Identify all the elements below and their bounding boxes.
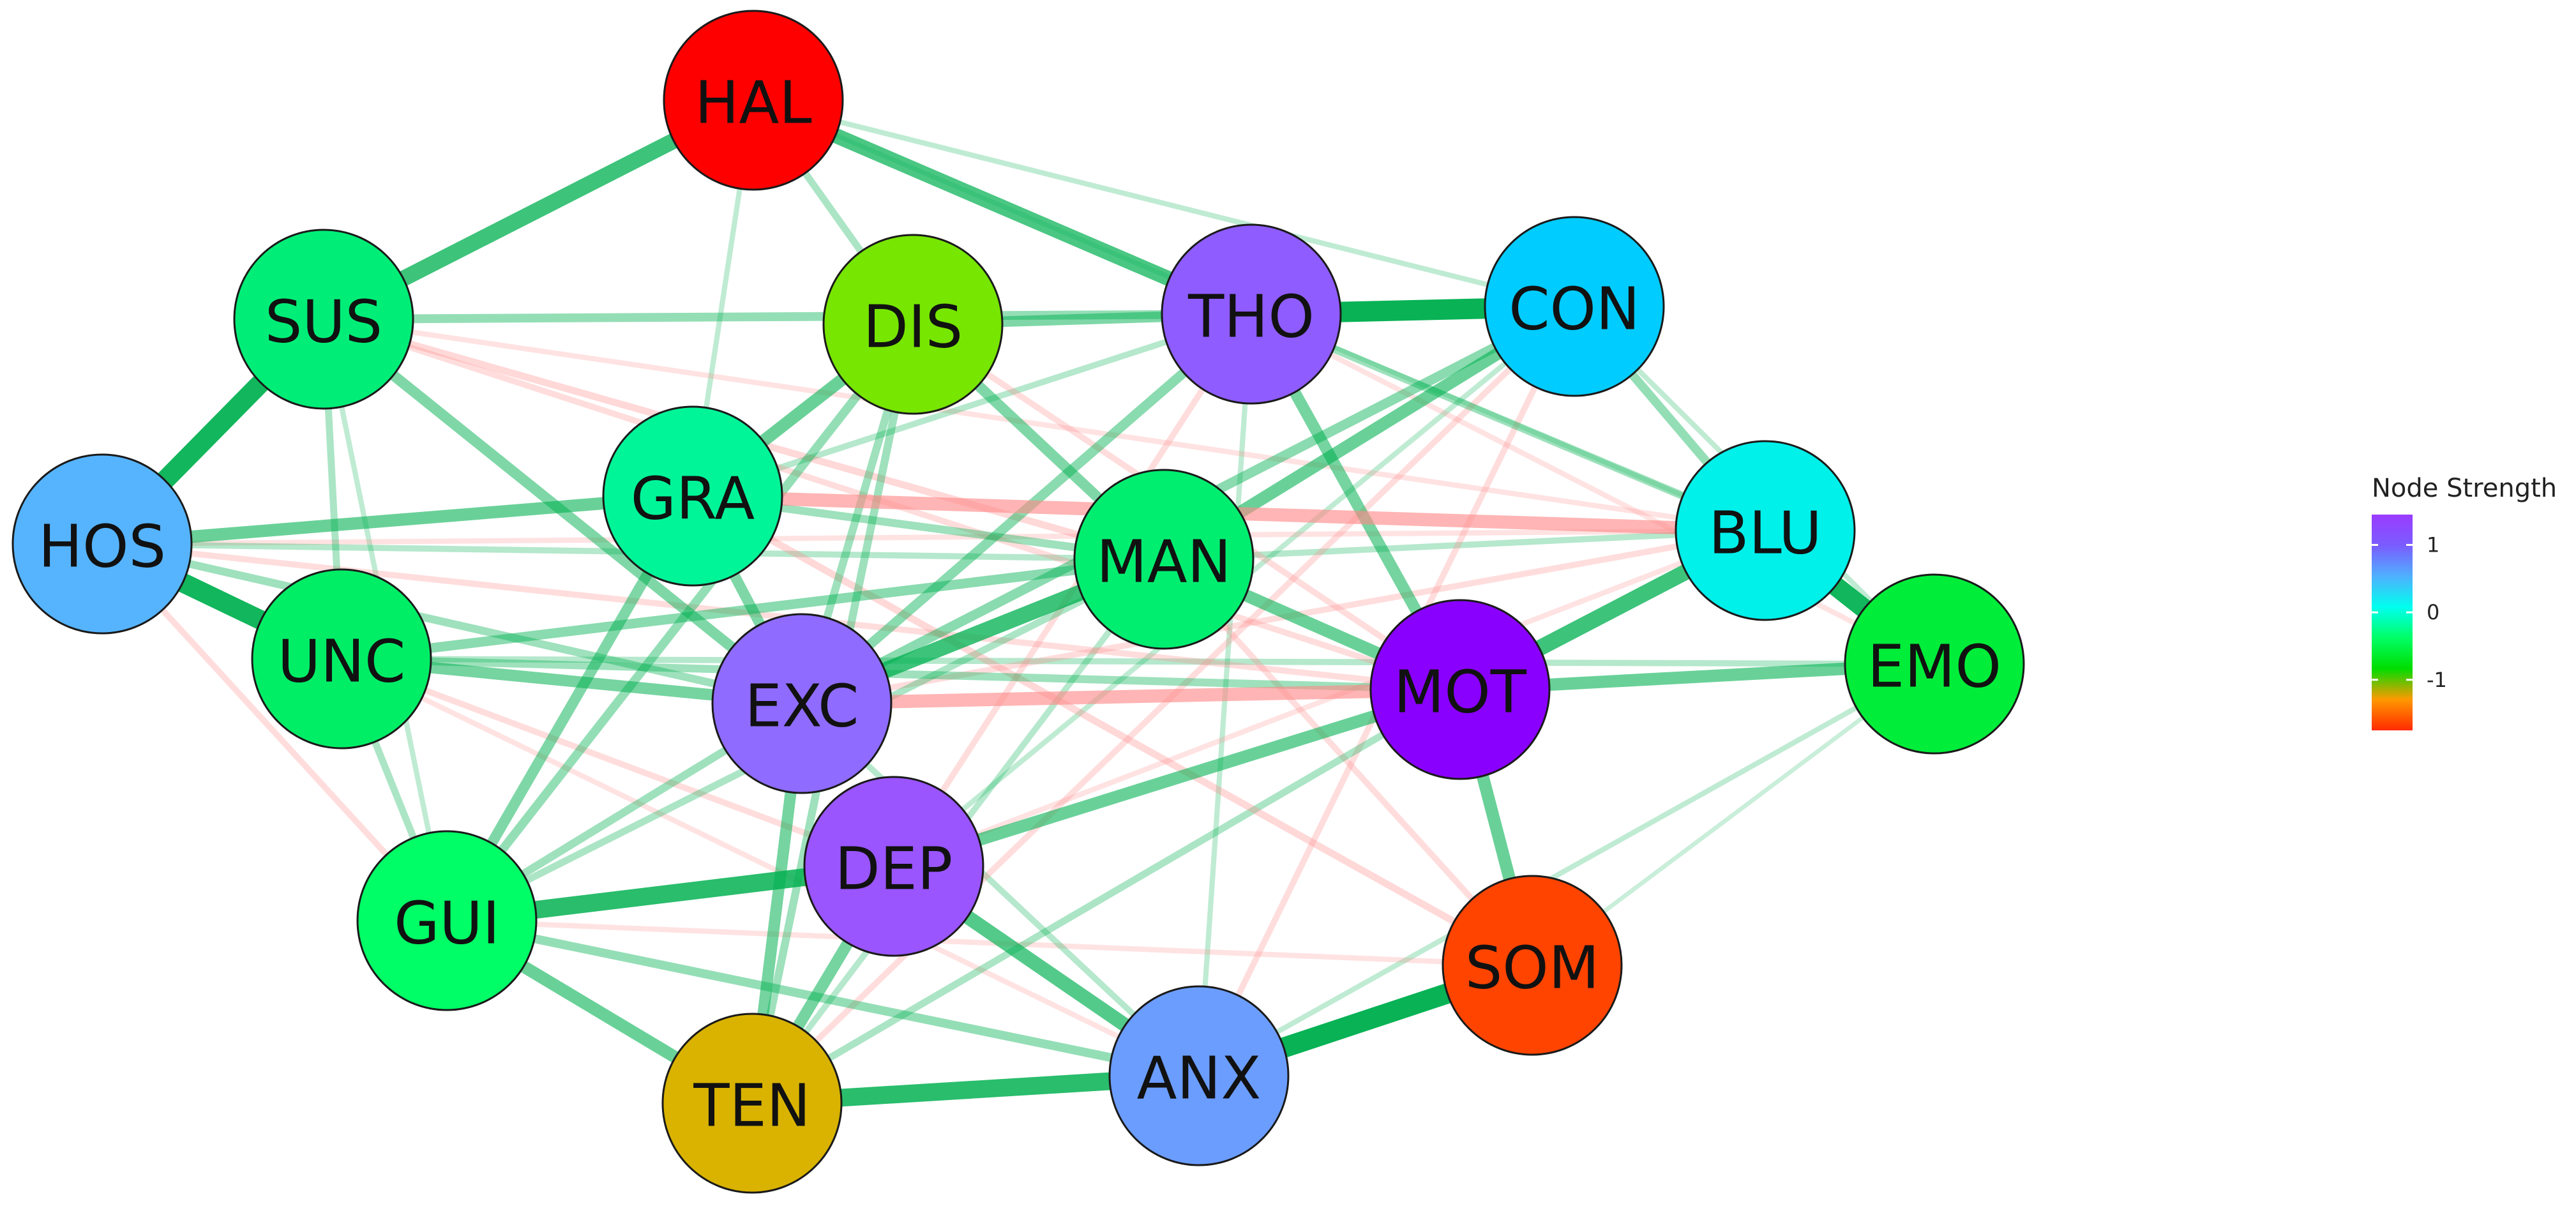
node-circle-blu — [1675, 440, 1856, 621]
edge-unc-mot — [341, 654, 1461, 694]
node-gui: GUI — [356, 830, 538, 1011]
node-man: MAN — [1073, 469, 1254, 650]
edge-anx-exc — [799, 701, 1201, 1078]
node-som: SOM — [1442, 875, 1623, 1056]
node-gra: GRA — [602, 405, 783, 587]
edge-ten-con — [749, 304, 1577, 1106]
legend-tick-label: 1 — [2427, 533, 2439, 557]
node-label-dep: DEP — [835, 835, 953, 903]
node-circle-dis — [822, 234, 1004, 415]
node-label-ten: TEN — [693, 1072, 810, 1140]
edge-tho-emo — [1250, 312, 1936, 667]
edge-hos-exc — [101, 539, 803, 708]
edge-hos-blu — [102, 527, 1766, 547]
node-label-hal: HAL — [695, 69, 811, 137]
node-exc: EXC — [711, 613, 893, 794]
edge-unc-emo — [341, 656, 1935, 667]
edge-exc-mot — [801, 682, 1461, 711]
node-circle-mot — [1369, 599, 1551, 780]
edge-gra-som — [691, 493, 1534, 969]
edge-gra-tho — [691, 311, 1253, 499]
node-circle-unc — [251, 568, 432, 750]
node-circle-exc — [711, 613, 893, 794]
edge-mot-dep — [892, 683, 1462, 873]
node-circle-dep — [803, 776, 984, 957]
node-circle-som — [1442, 875, 1623, 1056]
edge-ten-mot — [750, 686, 1462, 1106]
edge-gui-dis — [443, 321, 917, 924]
node-circle-anx — [1108, 985, 1290, 1166]
node-tho: THO — [1161, 223, 1342, 405]
legend-tick-label: -1 — [2427, 668, 2447, 692]
node-circle-ten — [661, 1013, 843, 1194]
node-circle-gui — [356, 830, 538, 1011]
node-label-mot: MOT — [1394, 658, 1527, 727]
node-label-con: CON — [1509, 275, 1639, 343]
edge-man-blu — [1163, 527, 1766, 562]
node-mot: MOT — [1369, 599, 1551, 780]
node-strength-legend: Node Strength 1 0 -1 — [2372, 474, 2557, 730]
node-circle-con — [1484, 216, 1665, 397]
node-label-som: SOM — [1465, 934, 1599, 1002]
node-label-gra: GRA — [631, 465, 755, 533]
legend-colorbar — [2372, 515, 2413, 730]
edge-man-som — [1161, 557, 1535, 968]
node-label-sus: SUS — [265, 288, 382, 356]
legend-tick-label: 0 — [2427, 600, 2439, 624]
node-sus: SUS — [233, 229, 414, 410]
node-circle-man — [1073, 469, 1254, 650]
node-blu: BLU — [1675, 440, 1856, 621]
node-label-exc: EXC — [745, 672, 859, 741]
node-circle-tho — [1161, 223, 1342, 405]
node-circle-gra — [602, 405, 783, 587]
edge-hal-con — [753, 98, 1575, 309]
edge-gui-anx — [446, 916, 1200, 1080]
edge-gui-som — [446, 917, 1533, 969]
node-circle-emo — [1844, 573, 2025, 755]
legend-title: Node Strength — [2372, 474, 2557, 503]
edge-sus-blu — [323, 316, 1766, 534]
node-con: CON — [1484, 216, 1665, 397]
node-anx: ANX — [1108, 985, 1290, 1166]
node-label-tho: THO — [1187, 283, 1314, 351]
node-label-dis: DIS — [863, 293, 963, 361]
node-label-man: MAN — [1096, 528, 1231, 596]
node-circle-sus — [233, 229, 414, 410]
node-dep: DEP — [803, 776, 984, 957]
edge-unc-dep — [340, 656, 895, 870]
nodes-layer: HAL SUS DIS THO CON HOS GRA MAN BLU UNC EXC MOT EMO D… — [11, 10, 2025, 1194]
edge-anx-emo — [1197, 661, 1936, 1078]
node-label-unc: UNC — [278, 628, 405, 696]
legend-ticks: 1 0 -1 — [2372, 533, 2447, 692]
node-ten: TEN — [661, 1013, 843, 1194]
node-unc: UNC — [251, 568, 432, 750]
node-label-anx: ANX — [1137, 1044, 1262, 1113]
node-dis: DIS — [822, 234, 1004, 415]
node-hal: HAL — [663, 10, 844, 191]
edge-tho-blu — [1249, 310, 1767, 534]
node-label-hos: HOS — [38, 513, 166, 581]
node-emo: EMO — [1844, 573, 2025, 755]
node-hos: HOS — [11, 453, 193, 635]
node-label-blu: BLU — [1708, 499, 1821, 568]
node-circle-hal — [663, 10, 844, 191]
node-circle-hos — [11, 453, 193, 635]
node-label-emo: EMO — [1867, 633, 2001, 701]
node-label-gui: GUI — [394, 889, 500, 958]
edge-hos-gra — [102, 490, 693, 550]
edge-unc-anx — [340, 656, 1200, 1078]
